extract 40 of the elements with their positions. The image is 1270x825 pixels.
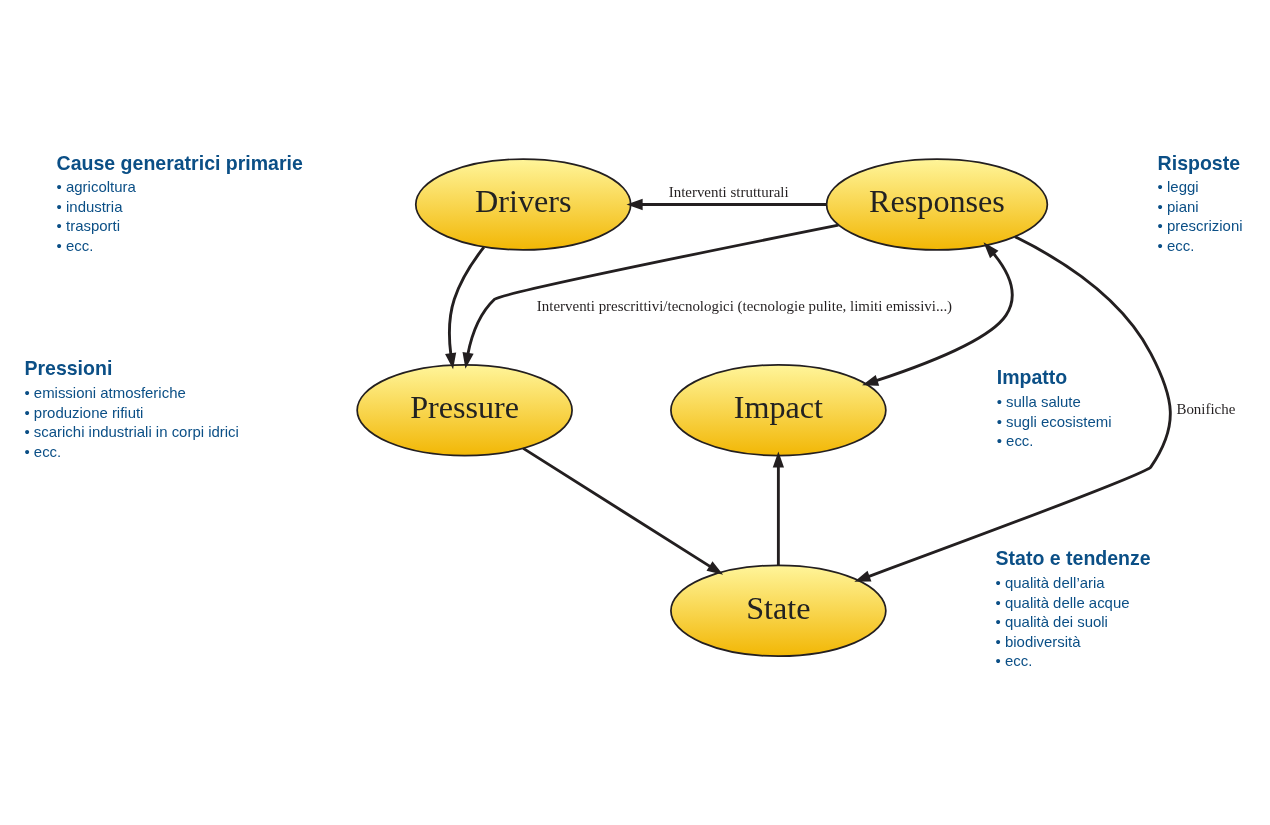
node-label: • sugli ecosistemi: [996, 412, 1112, 430]
node-label: • ecc.: [24, 442, 62, 460]
node-label: Impatto: [996, 366, 1068, 389]
edge-label: Bonifiche: [1176, 401, 1236, 418]
node-label: • qualità dell’aria: [995, 574, 1105, 592]
arrow: [462, 223, 839, 369]
node-label: • prescrizioni: [1157, 217, 1243, 235]
arrow: [854, 235, 1172, 582]
arrow: [626, 198, 827, 211]
node-label: • trasporti: [56, 217, 120, 235]
arrow: [862, 242, 1014, 386]
node-label: • leggi: [1157, 178, 1199, 196]
node-ellipse: Responses: [825, 158, 1049, 251]
node-label: • scarichi industriali in corpi idrici: [24, 423, 239, 441]
node-label: Stato e tendenze: [995, 547, 1151, 570]
node-label: • industria: [56, 197, 123, 215]
node-label: • ecc.: [1157, 236, 1195, 254]
edge-label: Interventi prescrittivi/tecnologici (tecnologie pulite, limiti emissivi...): [536, 298, 953, 315]
node-ellipse: State: [670, 564, 887, 657]
node-label: • piani: [1157, 197, 1199, 215]
node-label: • agricoltura: [56, 178, 136, 196]
edge-label: Interventi strutturali: [668, 183, 789, 200]
node-label: • produzione rifiuti: [24, 403, 144, 421]
node-label: Risposte: [1157, 151, 1241, 174]
arrow: [445, 246, 486, 370]
node-label: • sulla salute: [996, 393, 1081, 411]
node-label: Cause generatrici primarie: [56, 151, 303, 174]
node-label: • ecc.: [56, 236, 94, 254]
node-label: • ecc.: [995, 652, 1033, 670]
node-label: • qualità dei suoli: [995, 613, 1108, 631]
node-label: • ecc.: [996, 432, 1034, 450]
node-ellipse: Impact: [670, 363, 887, 457]
node-label: Pressioni: [24, 357, 113, 380]
arrow: [772, 451, 784, 566]
node-ellipse: Drivers: [414, 158, 632, 251]
arrow: [522, 447, 724, 575]
node-label: • emissioni atmosferiche: [24, 384, 186, 402]
node-label: • qualità delle acque: [995, 593, 1130, 611]
node-label: • biodiversità: [995, 632, 1081, 650]
node-ellipse: Pressure: [356, 363, 573, 457]
